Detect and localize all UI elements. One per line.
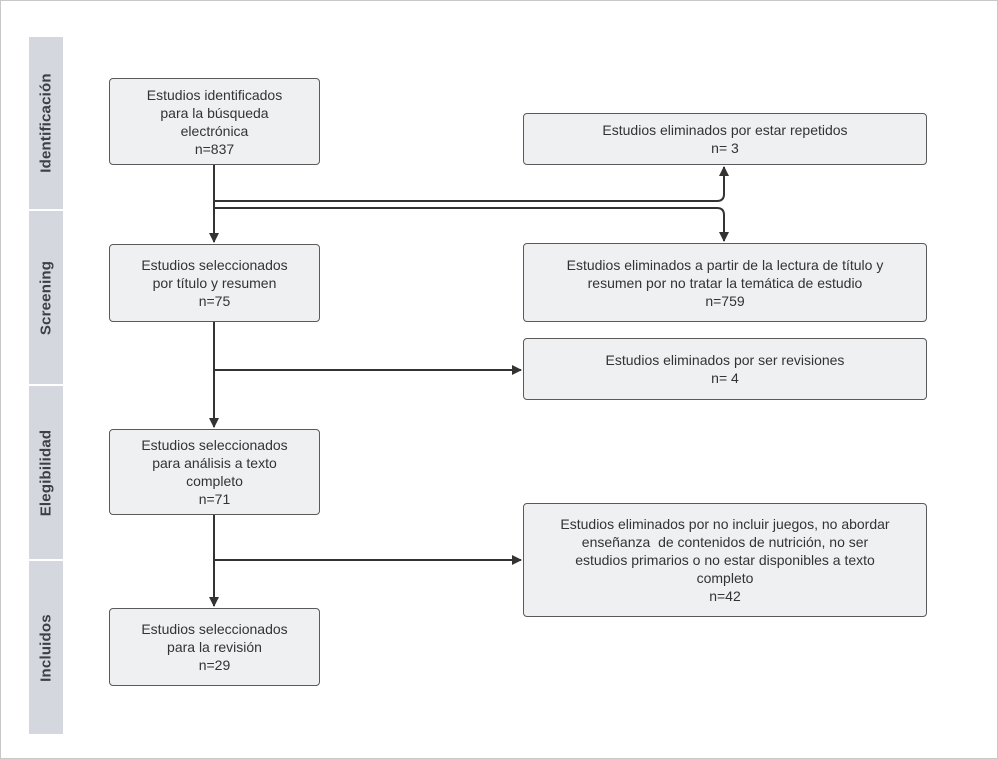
box-identified-line-3: electrónica <box>180 122 249 139</box>
box-removed-full-text-line-4: completo <box>696 570 754 586</box>
box-included-count: n=29 <box>198 657 231 673</box>
box-full-text-line-3: completo <box>186 473 243 489</box>
box-full-text-count: n=71 <box>198 491 231 507</box>
box-removed-title-abstract-line-1: Estudios eliminados a partir de la lectu… <box>566 256 884 273</box>
box-removed-duplicates-count: n= 3 <box>711 140 739 156</box>
box-removed-full-text-line-3: estudios primarios o no estar disponible… <box>575 552 875 568</box>
box-screened-count: n=75 <box>198 293 231 309</box>
phase-incluidos: Incluidos <box>29 561 63 734</box>
box-included-line-1: Estudios seleccionados <box>141 621 288 637</box>
box-screened-line-1: Estudios seleccionados <box>141 257 288 273</box>
box-full-text: Estudios seleccionados para análisis a t… <box>109 429 320 515</box>
box-included: Estudios seleccionados para la revisión … <box>109 608 320 686</box>
box-removed-reviews-line-1: Estudios eliminados por ser revisiones <box>605 352 845 368</box>
box-identified-line-1: Estudios identificados <box>146 86 283 103</box>
phase-screening: Screening <box>29 211 63 384</box>
box-removed-reviews: Estudios eliminados por ser revisiones n… <box>523 338 927 400</box>
box-removed-full-text-line-2: enseñanza de contenidos de nutrición, no… <box>581 534 869 550</box>
box-identified-line-2: para la búsqueda <box>160 104 269 121</box>
box-included-line-2: para la revisión <box>167 639 262 655</box>
box-screened: Estudios seleccionados por título y resu… <box>109 244 320 322</box>
box-removed-full-text-line-1: Estudios eliminados por no incluir juego… <box>560 516 890 532</box>
phase-elegibilidad: Elegibilidad <box>29 386 63 559</box>
box-removed-duplicates-line-1: Estudios eliminados por estar repetidos <box>602 122 848 138</box>
box-removed-title-abstract-line-2: resumen por no tratar la temática de est… <box>587 274 863 291</box>
box-screened-line-2: por título y resumen <box>152 275 277 291</box>
box-removed-full-text: Estudios eliminados por no incluir juego… <box>523 503 927 617</box>
box-identified: Estudios identificados para la búsqueda … <box>109 78 320 165</box>
box-removed-title-abstract-count: n=759 <box>705 292 745 309</box>
box-removed-title-abstract: Estudios eliminados a partir de la lectu… <box>523 243 927 322</box>
box-full-text-line-2: para análisis a texto <box>152 455 277 471</box>
box-removed-duplicates: Estudios eliminados por estar repetidos … <box>523 113 927 165</box>
box-identified-count: n=837 <box>194 140 235 157</box>
arrow-to-removed-title-abstract <box>214 207 729 242</box>
box-removed-full-text-count: n=42 <box>709 588 741 604</box>
arrow-to-removed-duplicates <box>214 166 729 202</box>
box-full-text-line-1: Estudios seleccionados <box>141 437 288 453</box>
phase-identificacion: Identificación <box>29 37 63 209</box>
box-removed-reviews-count: n= 4 <box>711 370 739 386</box>
